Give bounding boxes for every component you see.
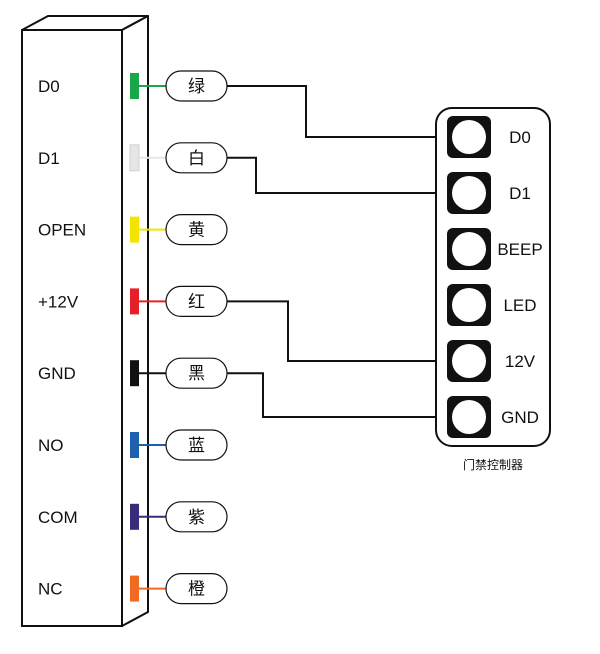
wire-color-tab-no: [130, 432, 139, 458]
controller-box: [435, 107, 551, 447]
terminal-screw-beep: [452, 232, 486, 266]
terminal-label-beep: BEEP: [497, 240, 542, 259]
wire-color-tab-d1: [129, 144, 140, 172]
wire-12v-to-12v: [227, 300, 436, 362]
terminal-screw-d0: [452, 120, 486, 154]
pin-label-gnd: GND: [38, 364, 76, 383]
wire-color-tab-gnd: [130, 360, 139, 387]
wire-color-text-gnd: 黑: [188, 364, 205, 384]
terminal-label-12v: 12V: [505, 352, 536, 371]
terminal-screw-12v: [452, 344, 486, 378]
wire-color-label-com: [165, 501, 228, 533]
terminal-screw-led: [452, 288, 486, 322]
pin-label-open: OPEN: [38, 221, 86, 240]
pin-label-com: COM: [38, 508, 78, 527]
wire-color-tab-12v: [130, 288, 139, 315]
terminal-screw-gnd: [452, 400, 486, 434]
wire-color-text-12v: 红: [188, 292, 205, 312]
wire-gnd-to-gnd: [227, 372, 436, 418]
terminal-label-gnd: GND: [501, 408, 539, 427]
connection-wires: [227, 85, 436, 418]
wire-color-tab-d0: [130, 73, 139, 99]
wire-color-text-com: 紫: [188, 508, 205, 528]
wire-color-label-no: [165, 429, 228, 461]
wire-d0-to-d0: [227, 85, 436, 138]
wire-color-text-nc: 橙: [188, 580, 205, 600]
wire-color-text-no: 蓝: [188, 436, 205, 456]
wire-color-label-open: [165, 214, 228, 246]
pin-label-no: NO: [38, 436, 64, 455]
pin-label-nc: NC: [38, 580, 63, 599]
pin-label-12v: +12V: [38, 292, 79, 311]
wire-color-text-d0: 绿: [188, 77, 205, 97]
reader-pins: D0 绿 D1 白 OPEN 黄 +12V 红 GND 黑 NO 蓝 COM 紫 NC 橙: [38, 70, 228, 605]
wire-d1-to-d1: [227, 156, 436, 194]
terminal-label-led: LED: [503, 296, 536, 315]
pin-label-d0: D0: [38, 77, 60, 96]
pin-label-d1: D1: [38, 149, 60, 168]
wire-color-label-nc: [165, 572, 228, 605]
controller-caption: 门禁控制器: [463, 457, 523, 472]
terminal-label-d0: D0: [509, 128, 531, 147]
terminal-label-d1: D1: [509, 184, 531, 203]
reader-body: [21, 15, 149, 627]
wire-color-text-d1: 白: [188, 149, 205, 169]
wire-color-tab-nc: [130, 575, 139, 602]
terminal-screw-d1: [452, 176, 486, 210]
wire-color-text-open: 黄: [188, 221, 205, 241]
wire-color-tab-open: [130, 216, 139, 243]
wire-color-tab-com: [130, 503, 139, 530]
